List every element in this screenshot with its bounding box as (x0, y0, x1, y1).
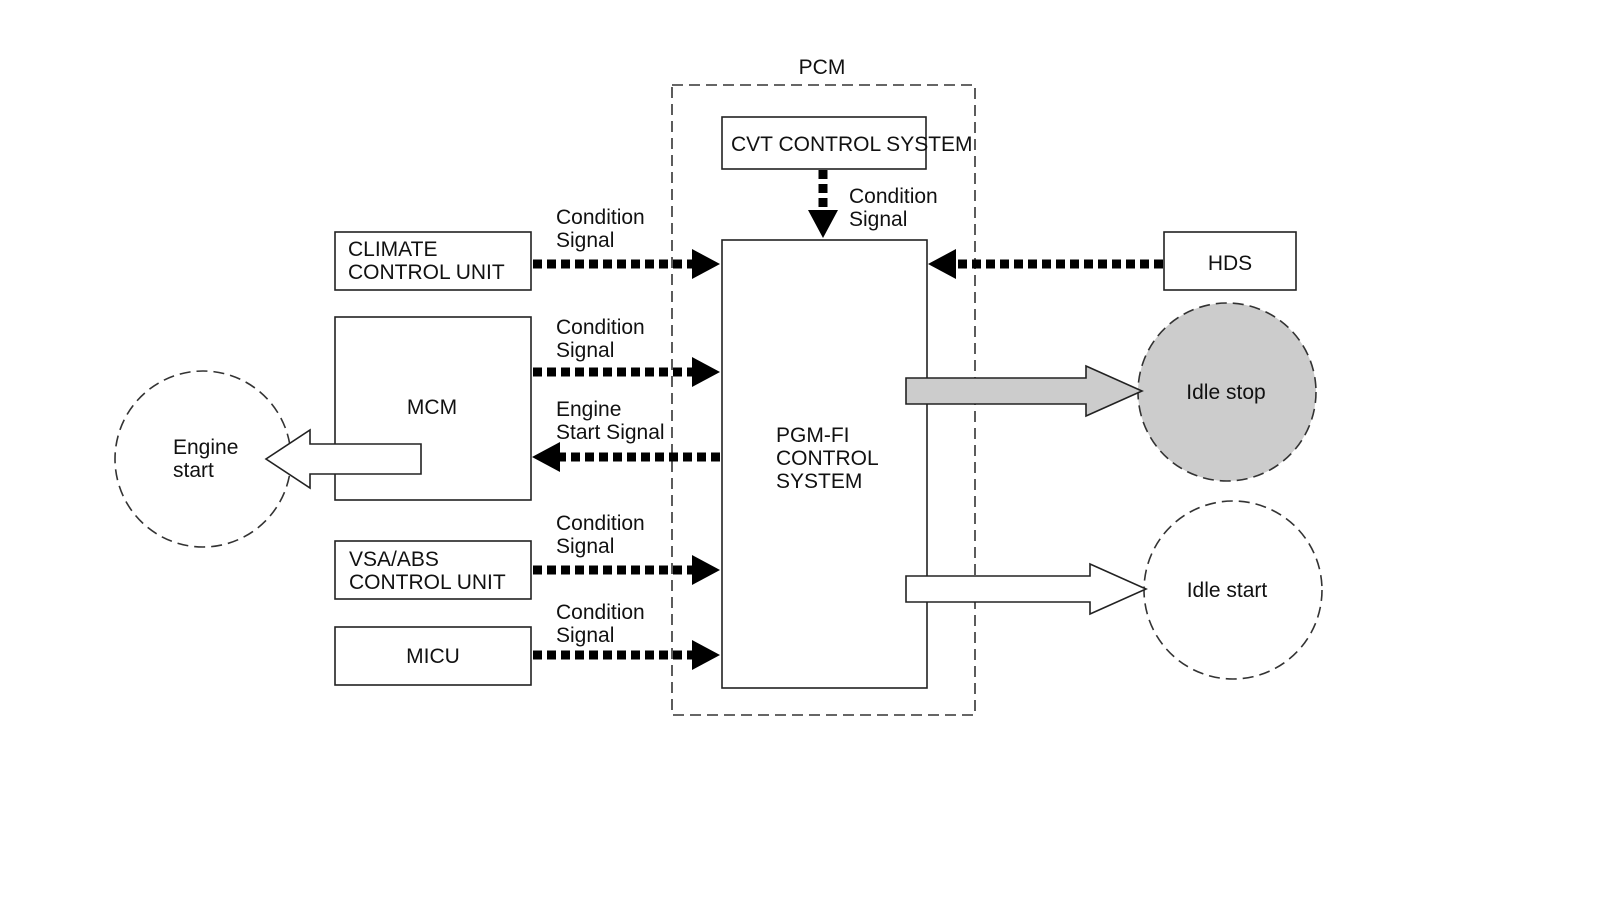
micu-signal-arrowhead (692, 640, 720, 670)
pgm-fi-label-3: SYSTEM (776, 470, 862, 493)
pgm-fi-label-1: PGM-FI (776, 424, 850, 447)
climate-signal-arrowhead (692, 249, 720, 279)
idle-stop-label: Idle stop (1186, 381, 1265, 404)
mcm-signal-label-2: Signal (556, 339, 614, 362)
cvt-control-system-label: CVT CONTROL SYSTEM (731, 133, 973, 156)
cvt-signal-label-1: Condition (849, 185, 938, 208)
climate-signal-label-2: Signal (556, 229, 614, 252)
climate-label-1: CLIMATE (348, 238, 437, 261)
engine-start-signal-label-2: Start Signal (556, 421, 665, 444)
climate-label-2: CONTROL UNIT (348, 261, 505, 284)
engine-start-label-2: start (173, 459, 214, 482)
vsa-abs-control-unit-box (334, 540, 532, 600)
micu-signal-label-1: Condition (556, 601, 645, 624)
micu-box (334, 626, 532, 686)
vsa-signal-label-2: Signal (556, 535, 614, 558)
hds-label: HDS (1208, 252, 1252, 275)
mcm-label: MCM (407, 396, 457, 419)
engine-start-arrow (264, 428, 422, 490)
climate-control-unit-box (334, 231, 532, 291)
hds-signal-arrowhead (928, 249, 956, 279)
vsa-signal-label-1: Condition (556, 512, 645, 535)
mcm-signal-label-1: Condition (556, 316, 645, 339)
engine-start-label-1: Engine (173, 436, 238, 459)
engine-start-signal-arrowhead (532, 442, 560, 472)
hds-box (1163, 231, 1297, 291)
idle-stop-arrow (905, 364, 1144, 418)
pcm-label: PCM (799, 56, 846, 79)
idle-start-arrow (905, 562, 1148, 616)
pgm-fi-label-2: CONTROL (776, 447, 879, 470)
pgm-fi-control-system-box (721, 239, 928, 689)
climate-signal-label-1: Condition (556, 206, 645, 229)
cvt-signal-label-2: Signal (849, 208, 907, 231)
idle-start-label: Idle start (1187, 579, 1268, 602)
vsa-signal-arrowhead (692, 555, 720, 585)
micu-label: MICU (406, 645, 460, 668)
cvt-signal-arrowhead (808, 210, 838, 238)
micu-signal-label-2: Signal (556, 624, 614, 647)
engine-start-signal-label-1: Engine (556, 398, 621, 421)
vsa-label-1: VSA/ABS (349, 548, 439, 571)
mcm-signal-arrowhead (692, 357, 720, 387)
cvt-control-system-box (721, 116, 927, 170)
vsa-label-2: CONTROL UNIT (349, 571, 506, 594)
